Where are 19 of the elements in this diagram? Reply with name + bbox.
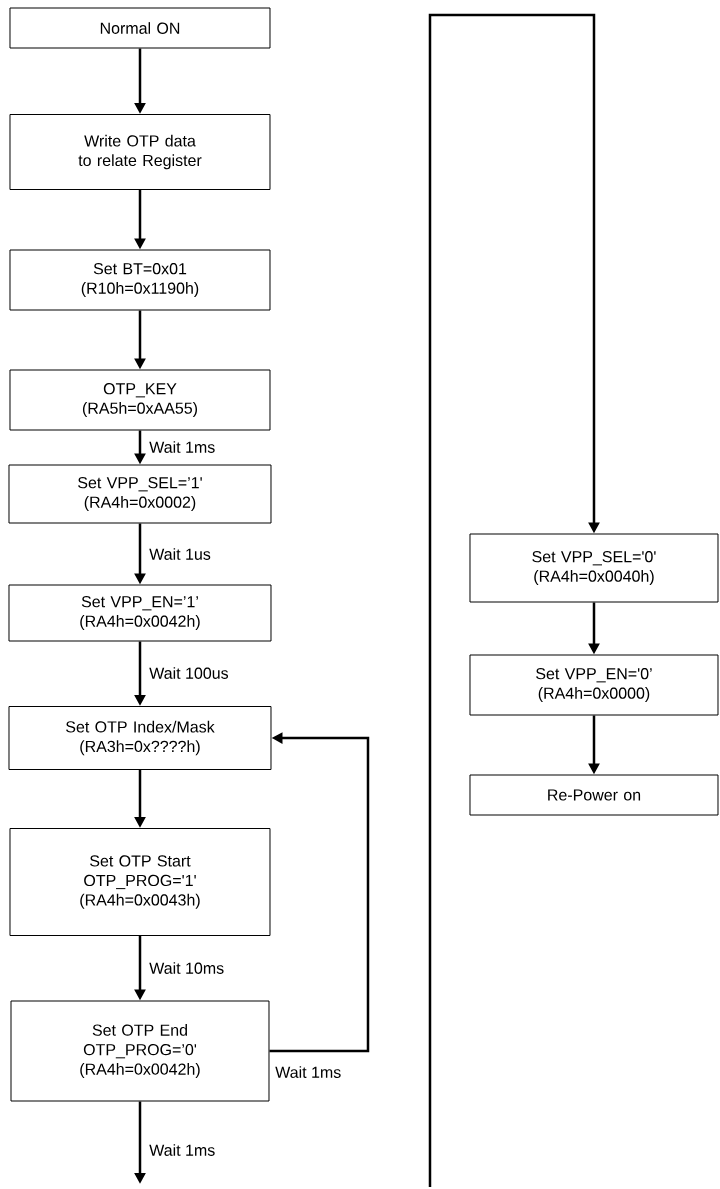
edge-label: Wait 1ms — [148, 440, 217, 454]
process-box: Set BT=0x01 (R10h=0x1190h) — [9, 249, 271, 311]
edge-label: Wait 10ms — [148, 961, 226, 975]
process-box: Set VPP_EN='0’ (RA4h=0x0000) — [469, 654, 719, 716]
process-box: Re-Power on — [469, 774, 719, 816]
process-box: Set VPP_SEL='0' (RA4h=0x0040h) — [469, 533, 719, 603]
process-box: Normal ON — [9, 7, 271, 49]
process-box: Write OTP data to relate Register — [9, 114, 271, 190]
edge-label: Wait 100us — [148, 666, 230, 680]
edge-label: Wait 1ms — [274, 1065, 343, 1079]
process-box: OTP_KEY (RA5h=0xAA55) — [9, 369, 271, 431]
process-box: Set VPP_SEL=’1' (RA4h=0x0002) — [8, 464, 272, 524]
edge-label: Wait 1us — [148, 547, 212, 561]
process-box: Set OTP Index/Mask (RA3h=0x????h) — [8, 706, 272, 770]
arrow — [428, 13, 600, 1187]
process-box: Set OTP Start OTP_PROG='1' (RA4h=0x0043h) — [9, 828, 271, 936]
process-box: Set VPP_EN=’1’ (RA4h=0x0042h) — [8, 584, 272, 642]
edge-label: Wait 1ms — [148, 1143, 217, 1157]
process-box: Set OTP End OTP_PROG=’0' (RA4h=0x0042h) — [10, 1000, 270, 1102]
